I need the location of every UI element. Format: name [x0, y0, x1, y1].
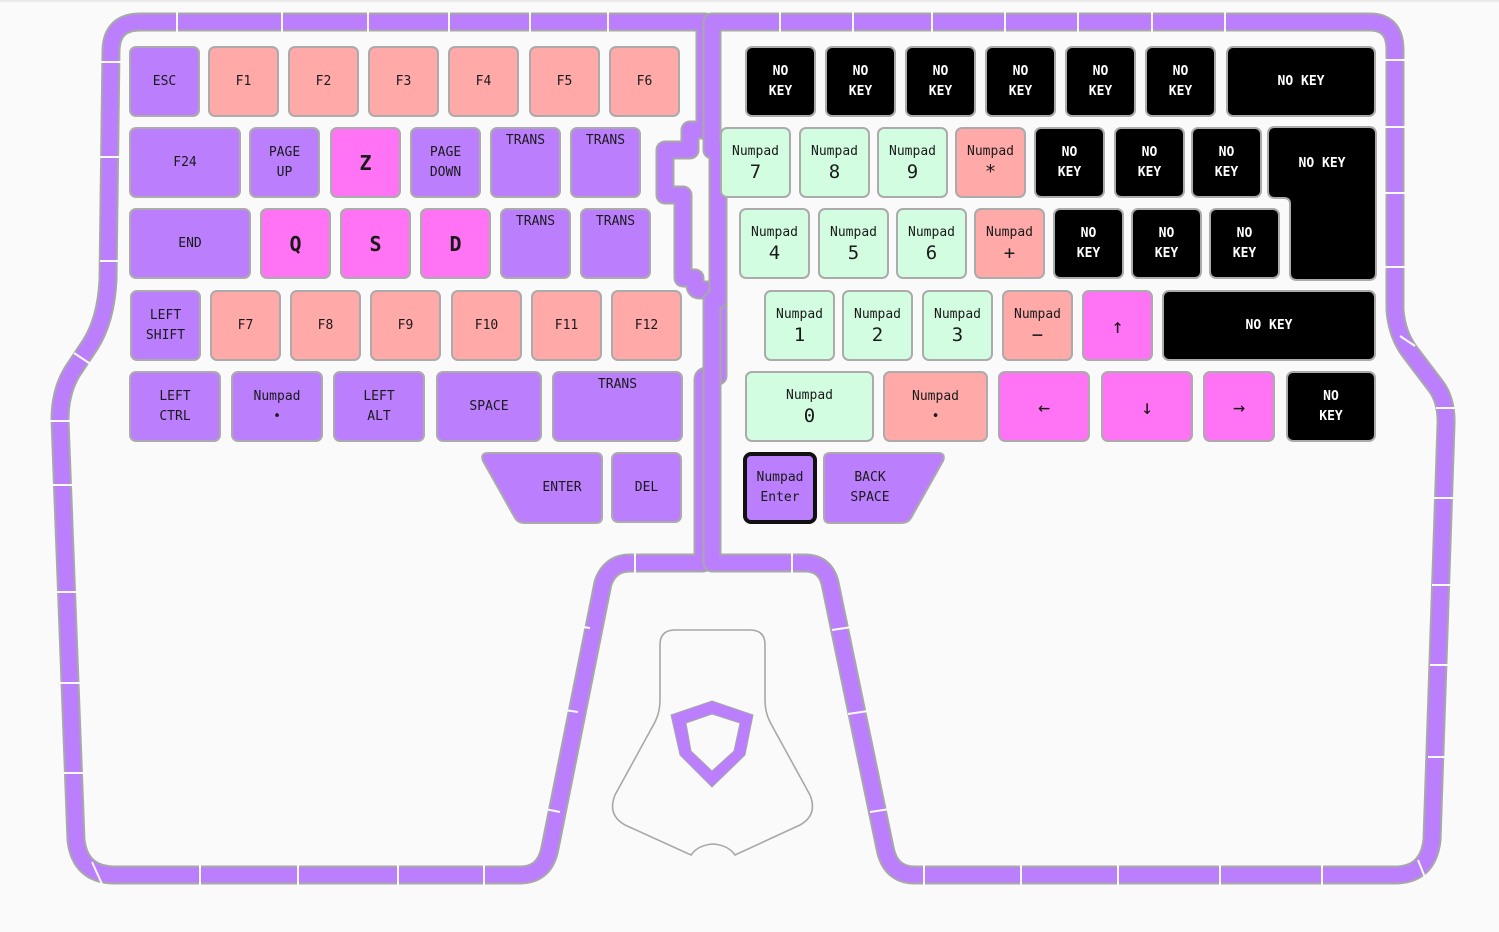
key-numpad-multiply[interactable]: Numpad*	[955, 127, 1026, 198]
arrow-left-icon: ←	[1037, 394, 1051, 419]
key-enter-shape	[481, 452, 603, 524]
key-f12[interactable]: F12	[611, 290, 682, 361]
key-trans[interactable]: TRANS	[580, 208, 651, 279]
key-numpad-minus[interactable]: Numpad−	[1002, 290, 1073, 361]
key-f8[interactable]: F8	[290, 290, 361, 361]
key-no-key-tall-shape	[1267, 126, 1377, 281]
key-no-key-wide[interactable]: NO KEY	[1162, 290, 1376, 361]
key-f11[interactable]: F11	[531, 290, 602, 361]
key-arrow-left[interactable]: ←	[998, 371, 1090, 442]
arrow-down-icon: ↓	[1140, 394, 1154, 419]
window-top-edge	[0, 0, 1499, 3]
key-z[interactable]: Z	[330, 127, 401, 198]
key-trans[interactable]: TRANS	[570, 127, 641, 198]
key-f4[interactable]: F4	[448, 46, 519, 117]
palm-rest	[611, 629, 814, 857]
key-del[interactable]: DEL	[611, 452, 682, 523]
key-q[interactable]: Q	[260, 208, 331, 279]
key-backspace-shape	[823, 452, 945, 524]
key-arrow-down[interactable]: ↓	[1101, 371, 1193, 442]
arrow-right-icon: →	[1232, 394, 1246, 419]
key-no-key-tall[interactable]: NO KEY	[1298, 156, 1346, 171]
key-trans[interactable]: TRANS	[552, 371, 683, 442]
key-f3[interactable]: F3	[368, 46, 439, 117]
key-enter[interactable]: ENTER	[542, 479, 582, 495]
key-numpad-dot[interactable]: Numpad•	[231, 371, 323, 442]
key-end[interactable]: END	[129, 208, 251, 279]
led-segment-dividers	[50, 12, 1456, 885]
key-f7[interactable]: F7	[210, 290, 281, 361]
key-arrow-right[interactable]: →	[1203, 371, 1275, 442]
key-numpad-decimal[interactable]: Numpad•	[883, 371, 988, 442]
key-f1[interactable]: F1	[208, 46, 279, 117]
key-numpad-plus[interactable]: Numpad+	[974, 208, 1045, 279]
key-f24[interactable]: F24	[129, 127, 241, 198]
key-f2[interactable]: F2	[288, 46, 359, 117]
arrow-up-icon: ↑	[1111, 313, 1124, 338]
key-trans[interactable]: TRANS	[500, 208, 571, 279]
shield-logo-icon	[670, 700, 754, 788]
key-f10[interactable]: F10	[451, 290, 522, 361]
key-arrow-up[interactable]: ↑	[1082, 290, 1153, 361]
key-d[interactable]: D	[420, 208, 491, 279]
key-f6[interactable]: F6	[609, 46, 680, 117]
key-trans[interactable]: TRANS	[490, 127, 561, 198]
key-no-key-wide[interactable]: NO KEY	[1226, 46, 1376, 117]
key-f5[interactable]: F5	[529, 46, 600, 117]
key-f9[interactable]: F9	[370, 290, 441, 361]
key-s[interactable]: S	[340, 208, 411, 279]
key-space[interactable]: SPACE	[436, 371, 542, 442]
key-esc[interactable]: ESC	[129, 46, 200, 117]
